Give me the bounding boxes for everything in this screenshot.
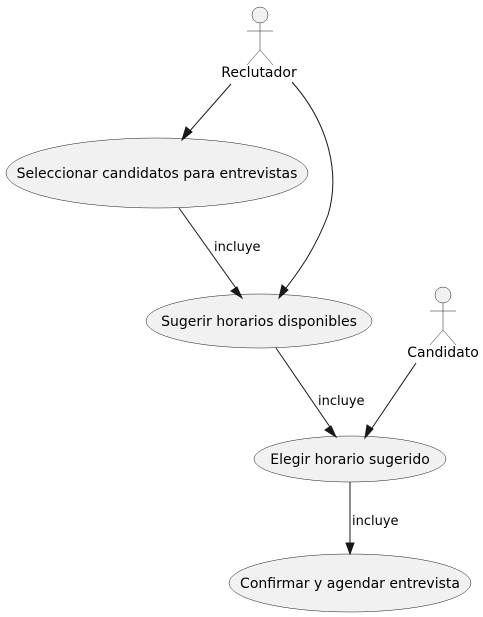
edge-label-incluye: incluye — [318, 394, 365, 409]
actor-reclutador-label: Reclutador — [221, 65, 297, 81]
edge-sugerir-elegir: incluye — [275, 347, 365, 439]
edge-line — [187, 83, 232, 134]
actor-candidato-head — [434, 286, 452, 304]
arrowhead — [345, 542, 355, 556]
usecase-elegir-horario: Elegir horario sugerido — [253, 435, 447, 483]
usecase-confirmar-entrevista: Confirmar y agendar entrevista — [228, 553, 472, 613]
arrowhead — [324, 425, 338, 439]
edge-label-incluye: incluye — [214, 240, 261, 255]
usecase-seleccionar-ellipse — [5, 137, 309, 209]
edge-line — [369, 362, 417, 432]
usecase-seleccionar-candidatos: Seleccionar candidatos para entrevistas — [5, 137, 309, 209]
usecase-confirmar-label: Confirmar y agendar entrevista — [240, 576, 460, 592]
edge-line — [275, 347, 333, 431]
usecase-elegir-label: Elegir horario sugerido — [270, 452, 430, 468]
actor-reclutador-head — [251, 6, 269, 24]
edge-line — [178, 207, 239, 292]
actor-candidato: Candidato — [407, 286, 479, 361]
edge-line — [282, 81, 334, 293]
usecase-sugerir-label: Sugerir horarios disponibles — [161, 314, 357, 330]
edge-reclutador-sugerir — [278, 81, 334, 300]
actor-reclutador-body — [246, 23, 274, 66]
usecase-seleccionar-label: Seleccionar candidatos para entrevistas — [17, 166, 298, 182]
actor-reclutador: Reclutador — [221, 6, 297, 81]
arrowhead — [230, 286, 244, 300]
arrowhead — [278, 284, 289, 300]
edge-seleccionar-sugerir: incluye — [178, 207, 261, 300]
actor-candidato-label: Candidato — [407, 345, 479, 361]
edge-elegir-confirmar: incluye — [345, 482, 399, 556]
edge-label-incluye: incluye — [352, 514, 399, 529]
arrowhead — [181, 126, 193, 142]
edge-candidato-elegir — [364, 362, 417, 440]
actor-candidato-body — [429, 303, 457, 346]
edge-reclutador-seleccionar — [181, 83, 232, 142]
usecase-sugerir-ellipse — [145, 293, 373, 349]
arrowhead — [364, 424, 374, 440]
usecase-sugerir-horarios: Sugerir horarios disponibles — [145, 293, 373, 349]
